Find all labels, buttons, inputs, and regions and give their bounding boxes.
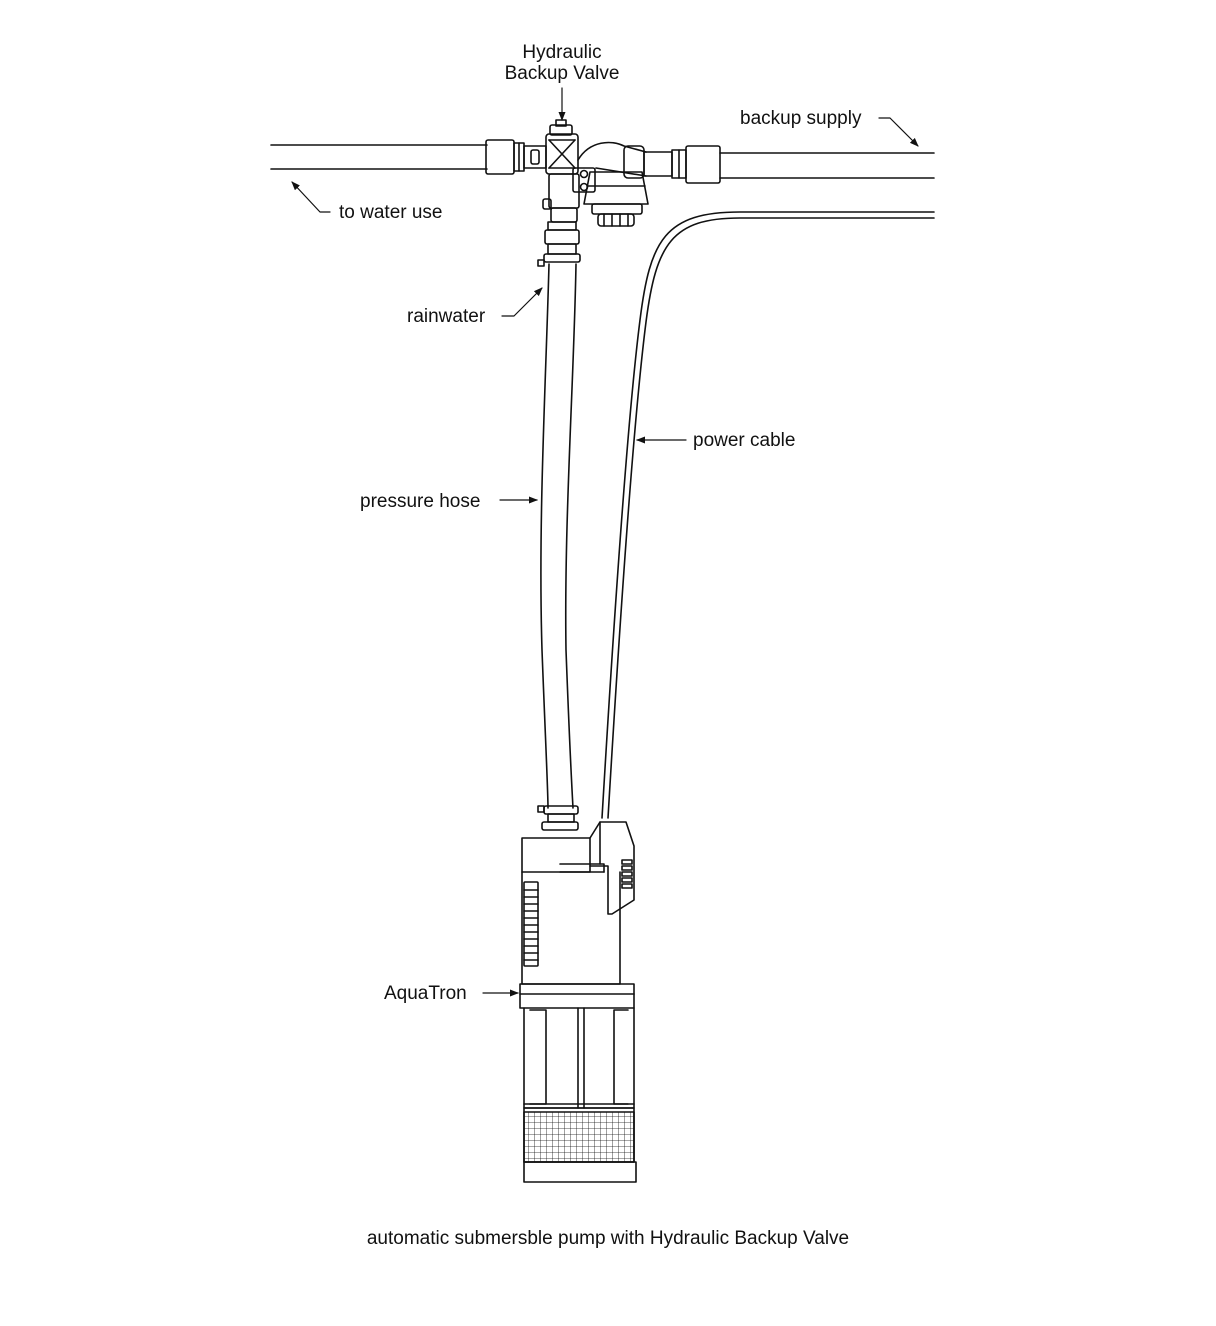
label-aquatron: AquaTron <box>384 983 467 1004</box>
label-valve-line1: Hydraulic <box>522 42 602 63</box>
hose-fitting-top <box>537 221 581 267</box>
label-rainwater: rainwater <box>407 306 486 327</box>
arrow-rainwater <box>501 287 543 317</box>
pipe-to-water-use <box>270 139 547 175</box>
arrow-backup-supply <box>878 117 919 147</box>
label-power-cable: power cable <box>693 430 796 451</box>
pipe-backup-supply <box>623 145 935 184</box>
leader-arrows <box>291 87 919 997</box>
label-pressure-hose: pressure hose <box>360 491 481 512</box>
label-valve-line2: Backup Valve <box>504 63 620 84</box>
hydraulic-backup-valve <box>530 119 649 227</box>
aquatron-pump <box>519 821 637 1183</box>
diagram-caption: automatic submersble pump with Hydraulic… <box>366 1228 850 1249</box>
label-backup-supply: backup supply <box>740 108 862 129</box>
arrow-to-water-use <box>291 181 331 213</box>
label-to-water-use: to water use <box>339 202 443 223</box>
power-cable <box>601 211 935 819</box>
pressure-hose <box>537 263 579 831</box>
label-hydraulic-backup-valve: Hydraulic Backup Valve <box>480 42 644 84</box>
